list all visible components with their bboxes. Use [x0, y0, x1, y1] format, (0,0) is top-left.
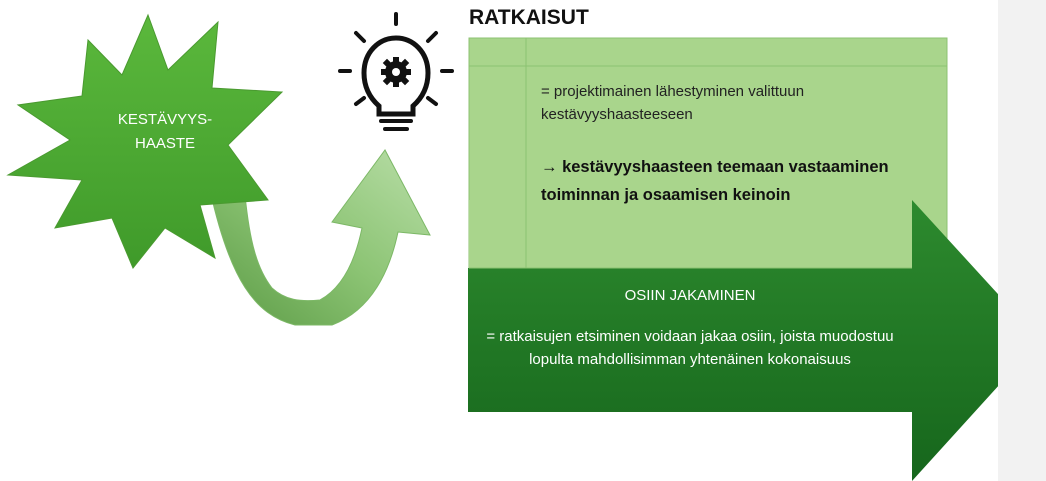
division-description: = ratkaisujen etsiminen voidaan jakaa os…	[486, 328, 894, 368]
lightbulb-gear-icon	[338, 12, 454, 131]
curved-arrow	[209, 149, 431, 326]
division-arrow	[468, 200, 1040, 481]
side-panel	[998, 0, 1046, 481]
burst-label: KESTÄVYYS- HAASTE	[95, 108, 235, 156]
solutions-title: RATKAISUT	[469, 6, 589, 29]
burst-label-line2: HAASTE	[134, 135, 195, 152]
sustainability-challenge-burst	[6, 13, 284, 269]
division-title: OSIIN JAKAMINEN	[624, 287, 756, 304]
burst-label-line1: KESTÄVYYS-	[117, 111, 213, 128]
solutions-emphasis: → kestävyyshaasteen teemaan vastaaminen …	[541, 158, 889, 204]
solutions-definition: = projektimainen lähestyminen valittuun …	[541, 83, 805, 123]
